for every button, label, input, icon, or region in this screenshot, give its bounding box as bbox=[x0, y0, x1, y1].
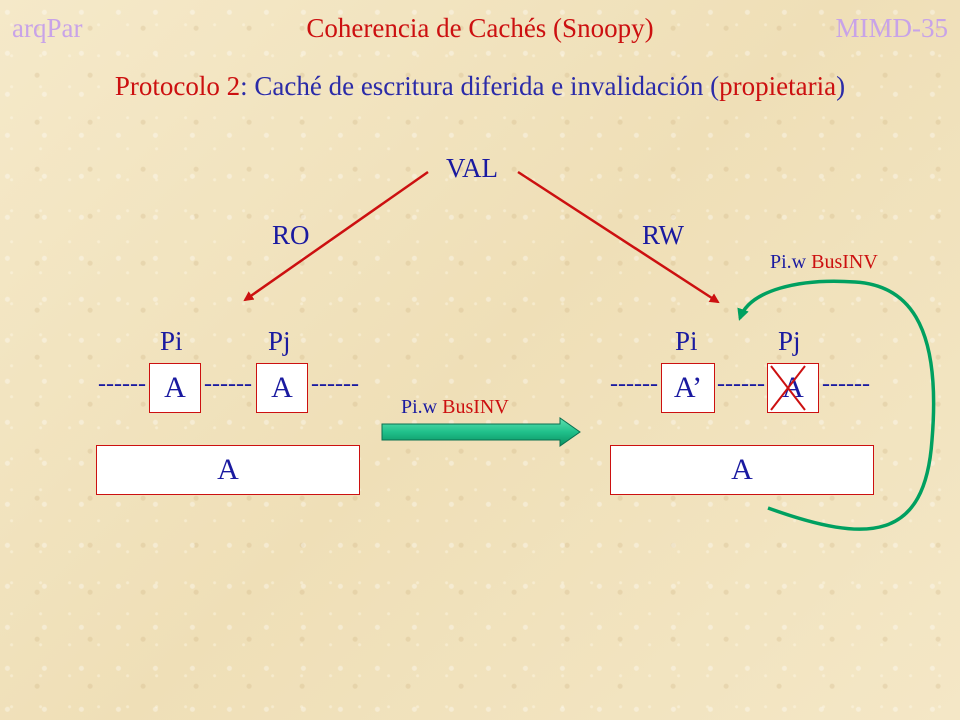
right-dash-1: ------ bbox=[610, 371, 658, 397]
left-dash-1: ------ bbox=[98, 371, 146, 397]
right-cache-i: A’ bbox=[661, 363, 715, 413]
right-memory: A bbox=[610, 445, 874, 495]
right-dash-2: ------ bbox=[717, 371, 765, 397]
state-rw: RW bbox=[642, 220, 685, 250]
left-cache-i: A bbox=[149, 363, 201, 413]
bus-transition-arrow bbox=[381, 417, 581, 447]
left-dash-2: ------ bbox=[204, 371, 252, 397]
left-memory: A bbox=[96, 445, 360, 495]
left-cache-j: A bbox=[256, 363, 308, 413]
right-proc-i: Pi bbox=[675, 326, 698, 356]
subtitle-protocol: Protocolo 2 bbox=[114, 71, 241, 101]
right-proc-j: Pj bbox=[778, 326, 801, 356]
arrow-val-to-rw bbox=[517, 170, 720, 304]
subtitle-close: ) bbox=[836, 71, 846, 101]
subtitle-highlight: propietaria bbox=[719, 71, 837, 101]
left-proc-j: Pj bbox=[268, 326, 291, 356]
loop-bus: BusINV bbox=[811, 251, 878, 273]
subtitle-description: : Caché de escritura diferida e invalida… bbox=[240, 71, 720, 101]
header-left: arqPar bbox=[12, 13, 83, 43]
right-dash-3: ------ bbox=[822, 371, 870, 397]
transition-label: Pi.w BusINV bbox=[401, 395, 509, 419]
loop-label: Pi.w BusINV bbox=[770, 250, 878, 274]
state-val: VAL bbox=[446, 153, 499, 183]
transition-op: Pi.w bbox=[401, 396, 438, 418]
loop-op: Pi.w bbox=[770, 251, 807, 273]
left-dash-3: ------ bbox=[311, 371, 359, 397]
right-cache-j: A bbox=[767, 363, 819, 413]
left-proc-i: Pi bbox=[160, 326, 183, 356]
state-ro: RO bbox=[272, 220, 310, 250]
slide-title: Coherencia de Cachés (Snoopy) bbox=[306, 13, 654, 43]
transition-bus: BusINV bbox=[442, 396, 509, 418]
slide-number: MIMD-35 bbox=[835, 13, 949, 43]
subtitle: Protocolo 2: Caché de escritura diferida… bbox=[0, 70, 960, 102]
